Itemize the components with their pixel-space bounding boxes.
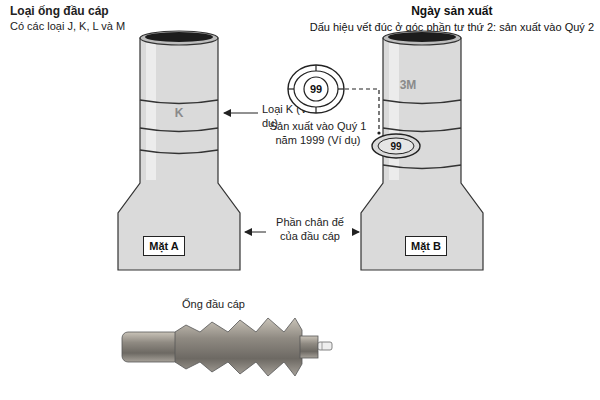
quadrant-tick xyxy=(315,107,316,113)
quadrant-tick xyxy=(338,88,344,89)
face-label: Mặt B xyxy=(411,240,441,252)
year-text: 99 xyxy=(310,83,322,95)
heading: Loại ống đầu cáp xyxy=(10,4,109,19)
mark-text: 3M xyxy=(400,78,417,92)
tube-outline xyxy=(118,38,240,270)
oval-outline xyxy=(288,65,344,113)
leader-arrow xyxy=(245,232,266,233)
tube-ring xyxy=(140,128,218,132)
oval-inner xyxy=(378,138,414,154)
tube-highlight xyxy=(389,40,399,180)
quadrant-tick xyxy=(288,88,294,89)
base-label: Phần chân đế của đầu cáp xyxy=(270,216,350,244)
cable-termination-picture xyxy=(122,318,332,376)
connector-dot xyxy=(377,131,380,134)
tube-ring xyxy=(140,100,218,104)
leader-arrow xyxy=(224,113,258,114)
heading: Ngày sản xuất xyxy=(310,4,594,19)
subheading: Dấu hiệu vết đúc ở góc phần tư thứ 2: sả… xyxy=(310,21,594,35)
oval-outline xyxy=(372,134,420,158)
leader-arrow xyxy=(352,232,359,233)
cable-tube: K Mặt A xyxy=(116,28,242,272)
tube-opening xyxy=(145,32,213,42)
tube-ring xyxy=(383,100,461,104)
face-label: Mặt A xyxy=(149,240,179,252)
tube-rim xyxy=(383,31,461,45)
face-box: Mặt A xyxy=(143,236,185,256)
tube-opening xyxy=(388,32,456,42)
quadrant-tick xyxy=(315,65,316,71)
date-mark: 99 xyxy=(371,133,421,159)
tube-ring xyxy=(140,150,218,154)
cable-tube: 3M 99Mặt B xyxy=(359,28,485,272)
year-circle xyxy=(304,77,328,101)
tube-ring xyxy=(383,165,461,169)
date-mark-zoom: 99 xyxy=(287,64,345,114)
callout-text: Sản xuất vào Quý 1 năm 1999 (Ví dụ) xyxy=(262,120,374,148)
heading-group: Ngày sản xuấtDấu hiệu vết đúc ở góc phần… xyxy=(310,4,594,35)
oval-inner xyxy=(294,71,338,107)
year-text: 99 xyxy=(390,141,401,152)
tube-outline xyxy=(361,38,483,270)
tube-rim xyxy=(140,31,218,45)
tube-highlight xyxy=(146,40,156,180)
part-name: Ống đầu cáp xyxy=(182,298,245,312)
face-box: Mặt B xyxy=(405,236,447,256)
tube-ring xyxy=(383,128,461,132)
mark-text: K xyxy=(175,106,184,120)
subheading: Có các loại J, K, L và M xyxy=(10,20,125,34)
